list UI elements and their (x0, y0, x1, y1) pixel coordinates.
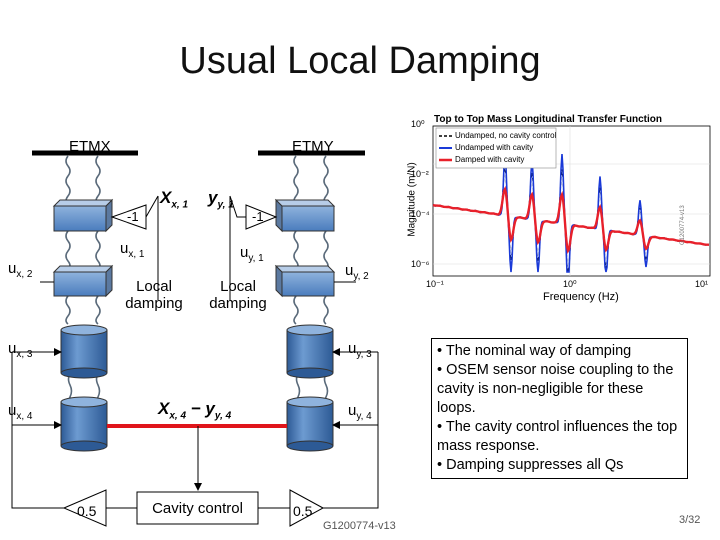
ux2-label: ux, 2 (8, 260, 33, 280)
gain-bottom-left: 0.5 (77, 503, 97, 519)
x1-label: Xx, 1 (160, 188, 189, 211)
curve-damped-with-cavity (432, 185, 710, 255)
plot-ytick: 10⁻⁶ (411, 259, 430, 269)
transfer-function-plot (432, 125, 711, 277)
page-number: 3/32 (679, 514, 701, 526)
cavity-control-label: Cavity control (152, 500, 243, 517)
slide-title: Usual Local Damping (179, 40, 541, 82)
note-item: • The nominal way of damping (437, 343, 632, 359)
ux1-label: ux, 1 (120, 240, 145, 260)
ux4-label: ux, 4 (8, 402, 33, 422)
uy4-label: uy, 4 (348, 402, 372, 422)
plot-title: Top to Top Mass Longitudinal Transfer Fu… (434, 114, 662, 125)
gain-triangle-left (62, 489, 107, 527)
etmx-top-mass (52, 198, 114, 233)
plot-side-note: G1200774-v13 (680, 205, 686, 245)
legend-entry: Damped with cavity (455, 155, 525, 164)
uy3-label: uy, 3 (348, 340, 372, 360)
etmy-second-mass (274, 264, 336, 298)
plot-legend (435, 127, 557, 169)
etmy-penultimate-mass (286, 324, 334, 379)
etmx-second-mass (52, 264, 114, 298)
plot-xlabel: Frequency (Hz) (543, 291, 619, 303)
plot-ytick: 10⁻² (411, 169, 429, 179)
etmx-penultimate-mass (60, 324, 108, 379)
note-item: • OSEM sensor noise coupling to the cavi… (437, 362, 674, 416)
local-damping-left: Local damping (125, 278, 183, 312)
note-item: • Damping suppresses all Qs (437, 457, 624, 473)
notes-box: • The nominal way of damping • OSEM sens… (431, 338, 688, 479)
document-id: G1200774-v13 (323, 520, 396, 532)
etmy-test-mass (286, 396, 334, 452)
gain-right-label: -1 (252, 209, 264, 224)
legend-entry: Undamped, no cavity control (455, 131, 557, 140)
note-item: • The cavity control influences the top … (437, 419, 678, 454)
plot-xtick: 10¹ (695, 279, 709, 289)
uy2-label: uy, 2 (345, 262, 369, 282)
plot-xtick: 10⁰ (563, 279, 577, 289)
gain-left-label: -1 (127, 209, 139, 224)
etmy-label: ETMY (292, 138, 334, 155)
gain-triangle-right (289, 489, 325, 527)
feedback-wiring (11, 195, 379, 509)
y1-label: yy, 1 (208, 188, 234, 211)
gain-bottom-right: 0.5 (293, 503, 313, 519)
plot-ytick: 10⁻⁴ (411, 209, 430, 219)
uy1-label: uy, 1 (240, 244, 264, 264)
local-damping-right: Local damping (209, 278, 267, 312)
etmx-label: ETMX (69, 138, 111, 155)
ux3-label: ux, 3 (8, 340, 33, 360)
etmx-test-mass (60, 396, 108, 452)
legend-entry: Undamped with cavity (455, 143, 534, 152)
etmy-top-mass (274, 198, 336, 233)
cavity-control-box (136, 491, 259, 525)
plot-xtick: 10⁻¹ (426, 279, 444, 289)
etmy-suspension-wires (293, 155, 329, 403)
plot-ytick: 10⁰ (411, 119, 425, 129)
differential-label: Xx, 4 − yy, 4 (158, 399, 232, 422)
